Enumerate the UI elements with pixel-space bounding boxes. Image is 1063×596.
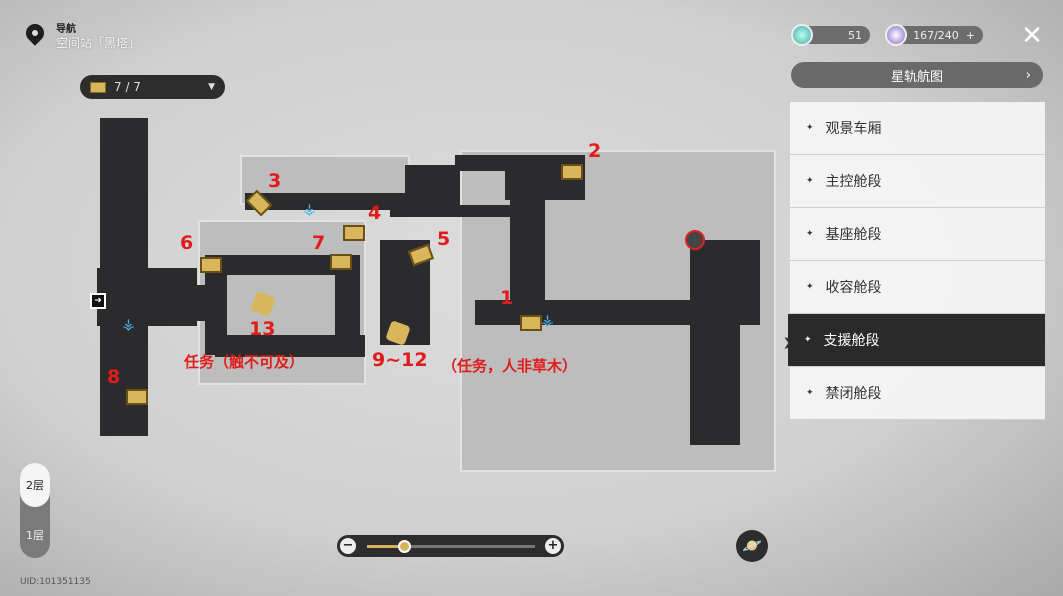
power-counter[interactable]: 167/240 + <box>893 26 983 44</box>
marker-label-8: 8 <box>107 366 121 388</box>
chest-icon[interactable] <box>126 389 148 405</box>
marker-label-5: 5 <box>437 228 451 250</box>
marker-label-2: 2 <box>588 140 602 162</box>
chest-icon[interactable] <box>561 164 583 180</box>
close-button[interactable]: ✕ <box>1021 21 1043 51</box>
area-item-selected[interactable]: ✦ 支援舱段 <box>788 314 1045 367</box>
marker-label-1: 1 <box>500 287 514 309</box>
chest-count: 7 / 7 <box>114 80 141 94</box>
chest-icon[interactable] <box>343 225 365 241</box>
map-canvas[interactable]: 1 2 3 4 5 6 7 8 13 任务（触不可及） 9~12 （任务，人非草… <box>0 0 780 520</box>
locate-planet-button[interactable]: 🪐 <box>736 530 768 562</box>
chest-icon <box>90 81 106 93</box>
exit-icon[interactable]: ➜ <box>90 293 106 309</box>
fuel-counter: 51 <box>800 26 870 44</box>
zoom-out-button[interactable]: − <box>340 538 356 554</box>
zoom-track[interactable] <box>367 540 535 553</box>
chest-icon[interactable] <box>330 254 352 270</box>
zoom-slider[interactable]: − + <box>337 535 564 557</box>
floor-1-button[interactable]: 1层 <box>26 529 44 542</box>
bullet-icon: ✦ <box>804 335 812 345</box>
area-label: 主控舱段 <box>825 174 882 190</box>
marker-label-6: 6 <box>180 232 194 254</box>
marker-label-9-12: 9~12 <box>372 349 428 371</box>
power-icon <box>885 24 907 46</box>
bullet-icon: ✦ <box>806 229 814 239</box>
enemy-marker-icon[interactable] <box>685 230 705 250</box>
floor-2-button[interactable]: 2层 <box>20 463 50 507</box>
teleport-icon[interactable]: ⚶ <box>541 311 554 329</box>
star-chart-label: 星轨航图 <box>890 69 943 85</box>
quest-label-9-12: （任务，人非草木） <box>442 357 578 375</box>
chevron-right-icon: › <box>1025 67 1031 83</box>
fuel-icon <box>791 24 813 46</box>
bullet-icon: ✦ <box>806 176 814 186</box>
area-item[interactable]: ✦ 主控舱段 <box>790 155 1045 208</box>
teleport-icon[interactable]: ⚶ <box>303 200 316 218</box>
area-label: 观景车厢 <box>825 121 882 137</box>
floor-selector: 2层 1层 <box>20 463 50 558</box>
chest-icon[interactable] <box>520 315 542 331</box>
chest-icon[interactable] <box>200 257 222 273</box>
zoom-knob[interactable] <box>397 540 411 553</box>
bullet-icon: ✦ <box>806 388 814 398</box>
location-name: 空间站「黑塔」 <box>56 36 141 50</box>
zoom-fill <box>367 545 404 548</box>
area-item[interactable]: ✦ 禁闭舱段 <box>790 367 1045 420</box>
area-item[interactable]: ✦ 基座舱段 <box>790 208 1045 261</box>
teleport-icon[interactable]: ⚶ <box>122 315 135 333</box>
chest-filter-dropdown[interactable]: 7 / 7 ▼ <box>80 75 225 99</box>
quest-label-13: 任务（触不可及） <box>184 353 305 371</box>
marker-label-7: 7 <box>312 232 326 254</box>
area-label: 禁闭舱段 <box>825 386 882 402</box>
bullet-icon: ✦ <box>806 282 814 292</box>
zoom-in-button[interactable]: + <box>545 538 561 554</box>
marker-label-13: 13 <box>249 318 276 340</box>
star-chart-button[interactable]: 星轨航图 › <box>791 62 1043 88</box>
selection-indicator-icon: ❯ <box>783 336 793 349</box>
area-label: 基座舱段 <box>825 227 882 243</box>
area-item[interactable]: ✦ 观景车厢 <box>790 102 1045 155</box>
area-label: 支援舱段 <box>823 333 880 349</box>
power-add-button[interactable]: + <box>965 28 975 42</box>
bullet-icon: ✦ <box>806 123 814 133</box>
area-item[interactable]: ✦ 收容舱段 <box>790 261 1045 314</box>
marker-label-3: 3 <box>268 170 282 192</box>
fuel-value: 51 <box>848 28 862 42</box>
power-value: 167/240 <box>913 28 959 42</box>
area-label: 收容舱段 <box>825 280 882 296</box>
marker-label-4: 4 <box>368 202 382 224</box>
nav-title: 导航 <box>56 24 76 35</box>
uid-text: UID:101351135 <box>20 577 91 587</box>
chevron-down-icon: ▼ <box>208 82 215 92</box>
area-list: ✦ 观景车厢 ✦ 主控舱段 ✦ 基座舱段 ✦ 收容舱段 ✦ 支援舱段 ✦ 禁闭舱段 <box>788 102 1045 420</box>
